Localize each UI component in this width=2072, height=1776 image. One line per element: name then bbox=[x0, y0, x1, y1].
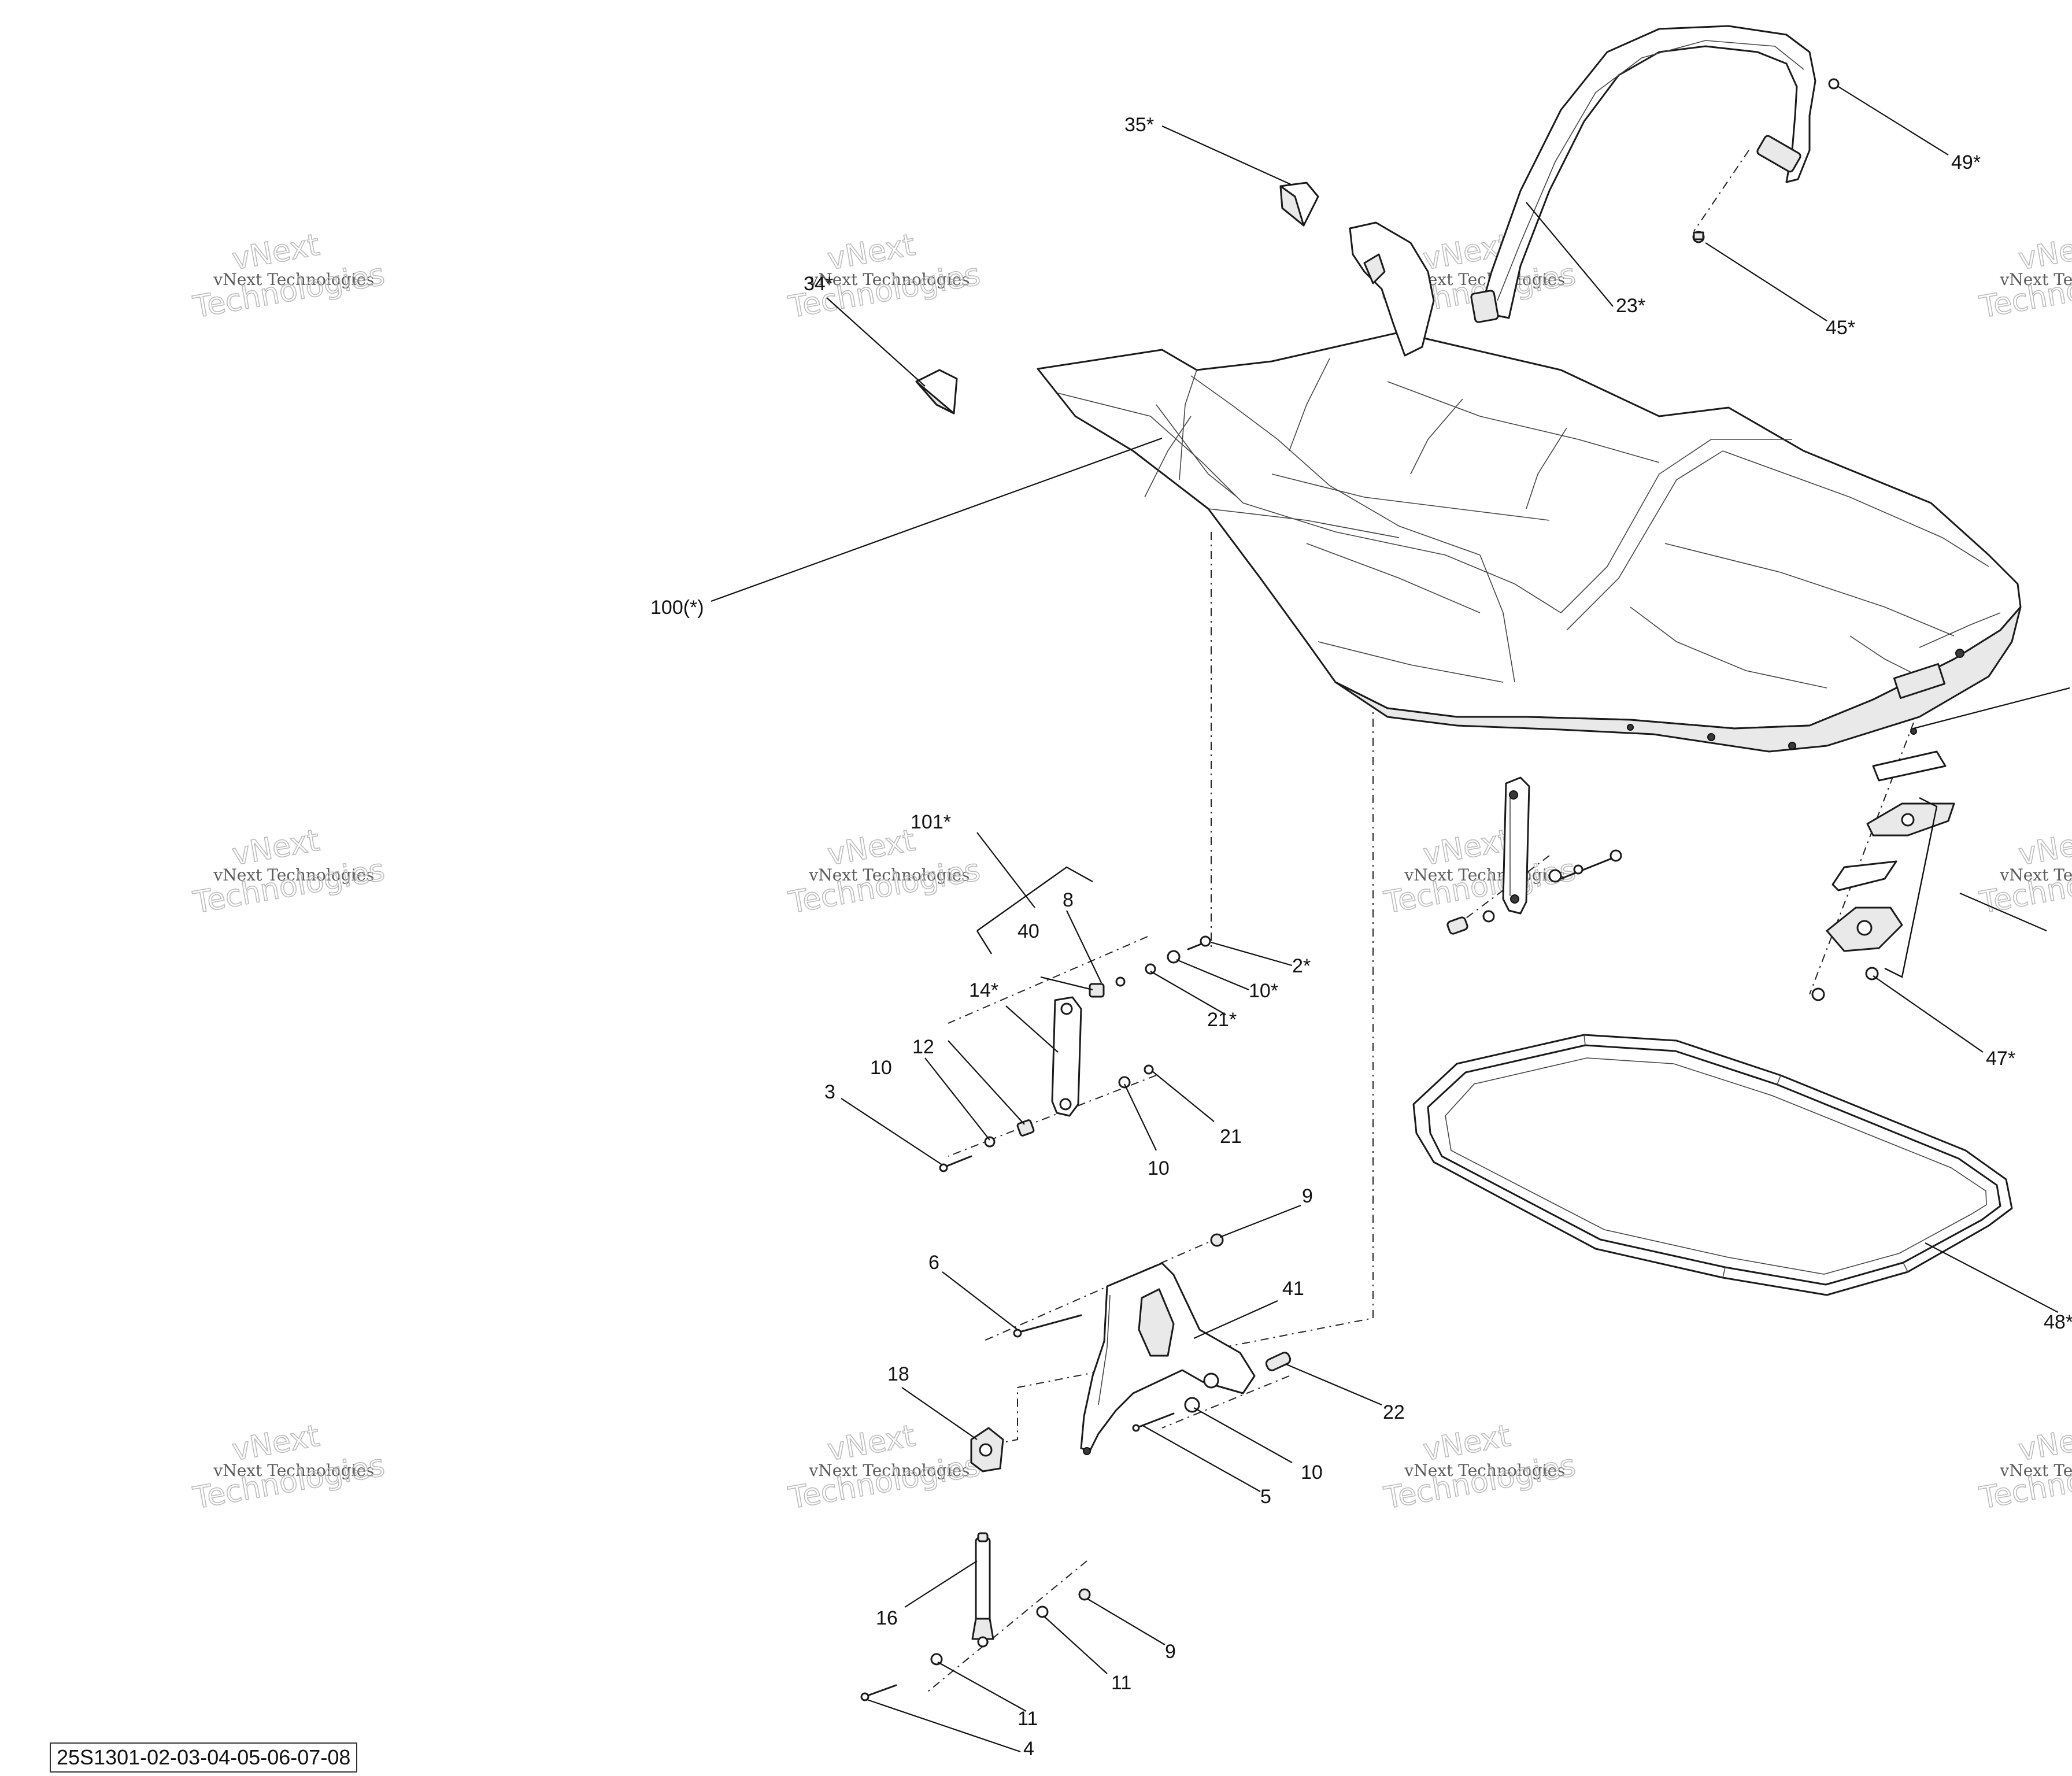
callout-18: 18 bbox=[887, 1363, 909, 1385]
assembly-dashed-lines bbox=[924, 150, 1914, 1694]
callout-labels: 35* 34* 100(*) 23* 49* 45* 101* 8 40 2* … bbox=[650, 114, 2072, 1760]
svg-text:vNext Technologies: vNext Technologies bbox=[213, 1461, 374, 1480]
hardware-link bbox=[939, 935, 1211, 1172]
callout-10-star: 10* bbox=[1249, 980, 1278, 1002]
callout-9b: 9 bbox=[1165, 1641, 1176, 1663]
lower-hardware bbox=[860, 1588, 1091, 1701]
cap-34 bbox=[915, 369, 958, 415]
bracket-101 bbox=[976, 866, 1093, 954]
callout-22: 22 bbox=[1383, 1401, 1405, 1423]
callout-45: 45* bbox=[1826, 317, 1855, 339]
seat-assembly bbox=[1037, 331, 2022, 753]
watermark: vNext vNext Technologies Technologies bbox=[1381, 1418, 1579, 1516]
svg-text:vNext Technologies: vNext Technologies bbox=[1404, 865, 1565, 885]
callout-10b: 10 bbox=[1148, 1157, 1170, 1179]
latch-lever bbox=[1502, 776, 1530, 915]
link-arm-14 bbox=[1051, 996, 1082, 1117]
svg-text:vNext Technologies: vNext Technologies bbox=[808, 1461, 970, 1480]
callout-11a: 11 bbox=[1111, 1672, 1131, 1694]
watermark: vNext vNext Technologies Technologies bbox=[786, 1418, 983, 1516]
callout-40: 40 bbox=[1018, 920, 1039, 942]
svg-text:vNext Technologies: vNext Technologies bbox=[808, 865, 970, 885]
watermark: vNext vNext Technologies Technologies bbox=[190, 823, 388, 921]
latch-spring bbox=[1832, 860, 1897, 891]
callout-100: 100(*) bbox=[650, 597, 704, 619]
callout-9a: 9 bbox=[1302, 1185, 1313, 1207]
svg-text:vNext Technologies: vNext Technologies bbox=[1999, 1461, 2072, 1480]
callout-4: 4 bbox=[1023, 1738, 1034, 1760]
callout-6: 6 bbox=[928, 1252, 939, 1274]
callout-21-star: 21* bbox=[1207, 1009, 1237, 1031]
mount-18 bbox=[970, 1427, 1004, 1472]
callout-49: 49* bbox=[1951, 151, 1981, 173]
latch-bushing bbox=[1446, 910, 1495, 935]
callout-48: 48* bbox=[2044, 1311, 2072, 1333]
support-bracket-41 bbox=[1080, 1262, 1256, 1455]
callout-14: 14* bbox=[969, 979, 998, 1001]
callout-5: 5 bbox=[1260, 1486, 1271, 1508]
svg-text:vNext Technologies: vNext Technologies bbox=[1404, 1461, 1565, 1480]
callout-35: 35* bbox=[1124, 114, 1154, 136]
callout-21: 21 bbox=[1220, 1126, 1242, 1148]
callout-10c: 10 bbox=[1301, 1462, 1323, 1483]
seat-seal bbox=[1412, 1034, 2013, 1296]
callout-2: 2* bbox=[1292, 955, 1311, 977]
svg-text:vNext Technologies: vNext Technologies bbox=[213, 270, 374, 289]
latch-bolt bbox=[1548, 849, 1622, 883]
svg-text:vNext Technologies: vNext Technologies bbox=[808, 270, 970, 289]
bracket-47 bbox=[1884, 797, 1938, 978]
svg-text:vNext Technologies: vNext Technologies bbox=[1999, 270, 2072, 289]
svg-text:vNext Technologies: vNext Technologies bbox=[213, 865, 374, 885]
callout-3: 3 bbox=[824, 1081, 835, 1103]
callout-11b: 11 bbox=[1018, 1708, 1038, 1730]
watermark: vNext vNext Technologies Technologies bbox=[1381, 823, 1579, 921]
latch-housing-upper bbox=[1866, 802, 1955, 837]
latch-bracket-plate bbox=[1872, 728, 1947, 782]
latch-housing-lower bbox=[1826, 906, 1903, 952]
svg-text:vNext Technologies: vNext Technologies bbox=[1999, 865, 2072, 885]
callout-23: 23* bbox=[1616, 295, 1645, 317]
callout-12: 12 bbox=[912, 1036, 934, 1058]
leader-lines bbox=[711, 86, 2070, 1753]
callout-47: 47* bbox=[1986, 1048, 2015, 1070]
watermark: vNext vNext Technologies Technologies bbox=[190, 1418, 388, 1516]
watermark: vNext vNext Technologies Technologies bbox=[1977, 1418, 2072, 1516]
callout-8: 8 bbox=[1063, 889, 1074, 911]
watermark: vNext vNext Technologies Technologies bbox=[786, 227, 983, 325]
watermark: vNext vNext Technologies Technologies bbox=[786, 823, 983, 921]
callout-34: 34* bbox=[804, 273, 833, 295]
pivot-pin-6 bbox=[1013, 1314, 1082, 1338]
watermark: vNext vNext Technologies Technologies bbox=[1977, 227, 2072, 325]
nut-9-upper bbox=[1210, 1233, 1224, 1247]
screw-49 bbox=[1828, 78, 1840, 90]
gas-spring-16 bbox=[971, 1532, 994, 1648]
callout-10a: 10 bbox=[870, 1057, 892, 1079]
callout-41: 41 bbox=[1282, 1278, 1304, 1300]
screw-45 bbox=[1692, 231, 1705, 243]
grab-handle bbox=[1470, 25, 1816, 323]
callout-16: 16 bbox=[876, 1607, 898, 1629]
cap-35 bbox=[1279, 182, 1319, 227]
drawing-reference-code: 25S1301-02-03-04-05-06-07-08 bbox=[50, 1742, 358, 1773]
callout-101: 101* bbox=[911, 811, 951, 833]
seat-back-handle bbox=[1349, 221, 1435, 357]
bushing-22 bbox=[1265, 1352, 1292, 1371]
latch-nuts bbox=[1811, 967, 1879, 1001]
watermark: vNext vNext Technologies Technologies bbox=[190, 227, 388, 325]
